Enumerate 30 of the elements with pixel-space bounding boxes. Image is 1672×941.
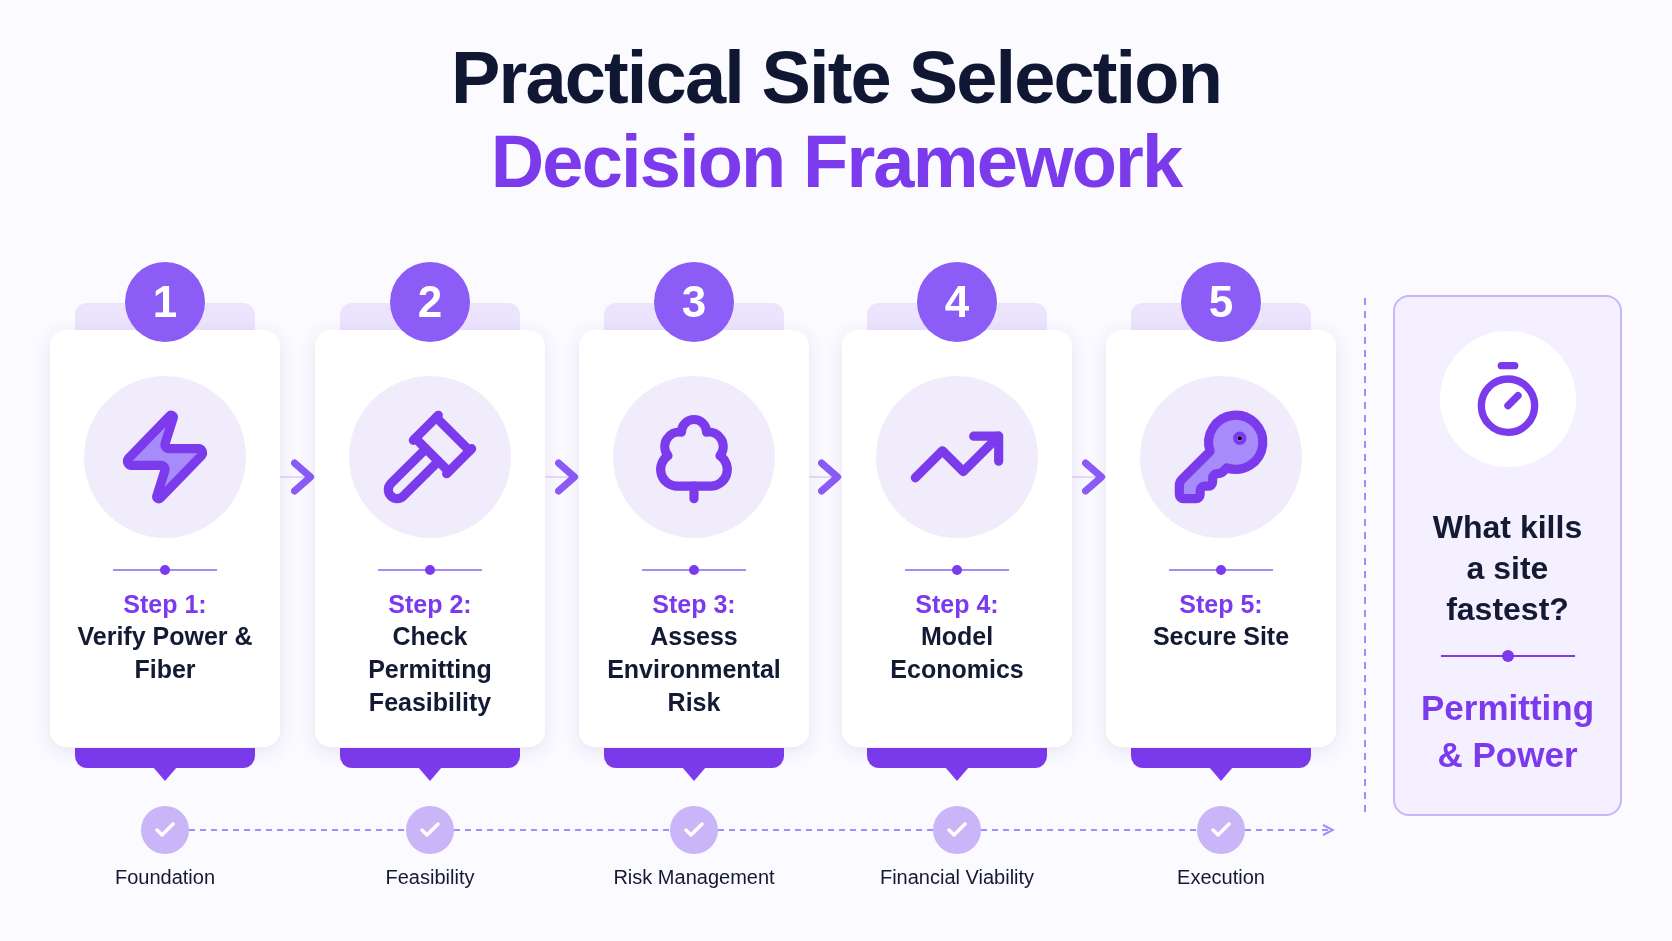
step-label: Step 5: xyxy=(1179,589,1263,620)
step-label: Step 4: xyxy=(915,589,999,620)
chevron-arrow xyxy=(279,459,316,495)
step-number-badge: 2 xyxy=(390,262,470,342)
question-text: What kills a site fastest? xyxy=(1431,508,1584,629)
step-number-badge: 4 xyxy=(917,262,997,342)
milestone-label: Risk Management xyxy=(612,865,776,890)
timeline-arrow xyxy=(1244,824,1334,836)
chevron-arrow xyxy=(1071,459,1107,495)
step-number-badge: 5 xyxy=(1181,262,1261,342)
answer-text: Permitting & Power xyxy=(1419,687,1596,776)
chevron-arrow xyxy=(544,459,580,495)
step-title: Assess Environmental Risk xyxy=(606,621,782,718)
milestone-label: Feasibility xyxy=(384,865,476,890)
step-title: Verify Power & Fiber xyxy=(76,621,254,685)
step-title: Secure Site xyxy=(1151,621,1291,652)
milestone-label: Execution xyxy=(1176,865,1266,890)
title: Practical Site Selection xyxy=(451,36,1221,120)
step-label: Step 1: xyxy=(123,589,207,620)
step-label: Step 3: xyxy=(652,589,736,620)
step-title: Check Permitting Feasibility xyxy=(367,621,493,718)
callout-panel xyxy=(1393,295,1622,816)
step-number-badge: 3 xyxy=(654,262,734,342)
step-title: Model Economics xyxy=(889,621,1025,685)
step-label: Step 2: xyxy=(388,589,472,620)
step-number-badge: 1 xyxy=(125,262,205,342)
milestone-label: Foundation xyxy=(113,865,217,890)
chevron-arrow xyxy=(808,459,843,495)
milestone-label: Financial Viability xyxy=(878,865,1036,890)
subtitle: Decision Framework xyxy=(490,120,1182,204)
